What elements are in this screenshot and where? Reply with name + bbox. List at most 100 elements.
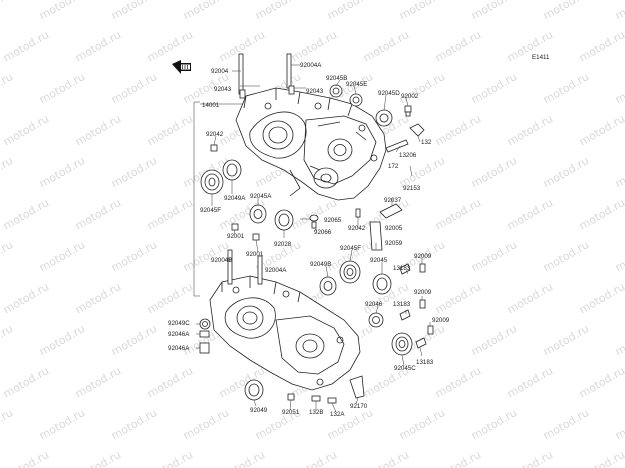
watermark-text: motod.ru bbox=[0, 154, 15, 190]
front-arrow-icon bbox=[172, 60, 191, 74]
bearing-92045E bbox=[349, 93, 363, 107]
part-label-92001-b: 92001 bbox=[246, 251, 264, 258]
plug-92051 bbox=[287, 393, 295, 401]
part-label-92153: 92153 bbox=[403, 185, 421, 192]
watermark-text: motod.ru bbox=[577, 28, 625, 64]
watermark-text: motod.ru bbox=[145, 112, 195, 148]
watermark-text: motod.ru bbox=[361, 448, 411, 468]
watermark-text: motod.ru bbox=[577, 364, 625, 400]
watermark-text: motod.ru bbox=[505, 448, 555, 468]
watermark-text: motod.ru bbox=[37, 406, 87, 442]
watermark-text: motod.ru bbox=[109, 70, 159, 106]
pin-92042-mid bbox=[355, 208, 361, 218]
part-label-92045F-left: 92045F bbox=[200, 207, 221, 214]
part-label-92049A: 92049A bbox=[224, 195, 246, 202]
watermark-text: motod.ru bbox=[1, 112, 51, 148]
watermark-text: motod.ru bbox=[325, 0, 375, 23]
part-label-92009-a: 92009 bbox=[414, 253, 432, 260]
watermark-text: motod.ru bbox=[109, 154, 159, 190]
watermark-text: motod.ru bbox=[109, 322, 159, 358]
leader-lines bbox=[196, 64, 431, 413]
watermark-text: motod.ru bbox=[541, 0, 591, 23]
part-label-92045A: 92045A bbox=[250, 193, 272, 200]
watermark-text: motod.ru bbox=[1, 280, 51, 316]
part-label-92043-a: 92043 bbox=[214, 86, 232, 93]
part-label-13206: 13206 bbox=[399, 152, 417, 159]
part-label-13183-c: 13183 bbox=[416, 359, 434, 366]
watermark-text: motod.ru bbox=[541, 238, 591, 274]
watermark-text: motod.ru bbox=[577, 448, 625, 468]
fitting-132B bbox=[311, 395, 321, 402]
part-label-92046: 92046 bbox=[365, 301, 383, 308]
watermark-text: motod.ru bbox=[109, 406, 159, 442]
watermark-text: motod.ru bbox=[433, 28, 483, 64]
watermark-text: motod.ru bbox=[613, 154, 625, 190]
watermark-text: motod.ru bbox=[181, 406, 231, 442]
ring-92049C bbox=[199, 318, 211, 330]
watermark-text: motod.ru bbox=[1, 448, 51, 468]
bearing-92045A bbox=[249, 204, 267, 224]
part-label-92001-a: 92001 bbox=[227, 233, 245, 240]
watermark-text: motod.ru bbox=[469, 238, 519, 274]
fitting-132 bbox=[409, 123, 425, 137]
watermark-text: motod.ru bbox=[541, 322, 591, 358]
watermark-text: motod.ru bbox=[73, 196, 123, 232]
part-label-92045: 92045 bbox=[370, 257, 388, 264]
watermark-text: motod.ru bbox=[613, 322, 625, 358]
part-label-92046A-b: 92046A bbox=[168, 345, 190, 352]
watermark-text: motod.ru bbox=[397, 406, 447, 442]
part-label-132A: 132A bbox=[330, 411, 345, 418]
watermark-text: motod.ru bbox=[613, 0, 625, 23]
watermark-text: motod.ru bbox=[37, 70, 87, 106]
part-label-172: 172 bbox=[388, 163, 399, 170]
part-label-92042-mid: 92042 bbox=[348, 225, 366, 232]
part-label-92004-top-left: 92004 bbox=[211, 68, 229, 75]
watermark-text: motod.ru bbox=[469, 0, 519, 23]
bearing-92046 bbox=[368, 312, 384, 328]
watermark-text: motod.ru bbox=[289, 28, 339, 64]
bearing-92045B bbox=[329, 84, 343, 98]
part-label-92051: 92051 bbox=[282, 409, 300, 416]
part-label-92059: 92059 bbox=[385, 240, 403, 247]
watermark-text: motod.ru bbox=[505, 196, 555, 232]
watermark-text: motod.ru bbox=[217, 448, 267, 468]
part-label-92045C: 92045C bbox=[394, 365, 416, 372]
watermark-text: motod.ru bbox=[37, 154, 87, 190]
watermark-text: motod.ru bbox=[0, 322, 15, 358]
watermark-text: motod.ru bbox=[73, 28, 123, 64]
lower-crankcase bbox=[209, 275, 361, 391]
watermark-text: motod.ru bbox=[1, 364, 51, 400]
watermark-text: motod.ru bbox=[145, 280, 195, 316]
watermark-text: motod.ru bbox=[469, 154, 519, 190]
bearing-92049B bbox=[319, 276, 337, 296]
upper-crankcase bbox=[235, 87, 387, 201]
watermark-text: motod.ru bbox=[505, 364, 555, 400]
watermark-text: motod.ru bbox=[577, 112, 625, 148]
part-label-132-right: 132 bbox=[421, 139, 432, 146]
part-label-92049B: 92049B bbox=[310, 261, 331, 268]
watermark-text: motod.ru bbox=[469, 70, 519, 106]
watermark-text: motod.ru bbox=[73, 364, 123, 400]
part-label-92002: 92002 bbox=[401, 93, 419, 100]
watermark-text: motod.ru bbox=[1, 28, 51, 64]
part-label-92009-c: 92009 bbox=[432, 317, 450, 324]
collar-92028 bbox=[274, 209, 294, 231]
watermark-text: motod.ru bbox=[0, 406, 15, 442]
part-label-13183-b: 13183 bbox=[393, 301, 411, 308]
part-label-92045E: 92045E bbox=[346, 81, 367, 88]
watermark-text: motod.ru bbox=[505, 112, 555, 148]
part-label-92049C: 92049C bbox=[168, 320, 190, 327]
bearing-92045C bbox=[391, 332, 413, 356]
bearing-92045F-mid bbox=[339, 260, 361, 284]
watermark-text: motod.ru bbox=[577, 196, 625, 232]
watermark-text: motod.ru bbox=[145, 448, 195, 468]
watermark-text: motod.ru bbox=[397, 70, 447, 106]
hose-92170 bbox=[349, 375, 365, 399]
watermark-text: motod.ru bbox=[541, 154, 591, 190]
part-label-92046A-a: 92046A bbox=[168, 331, 190, 338]
pins-13183 bbox=[399, 263, 427, 349]
part-label-92065: 92065 bbox=[324, 217, 342, 224]
watermark-text: motod.ru bbox=[397, 0, 447, 23]
